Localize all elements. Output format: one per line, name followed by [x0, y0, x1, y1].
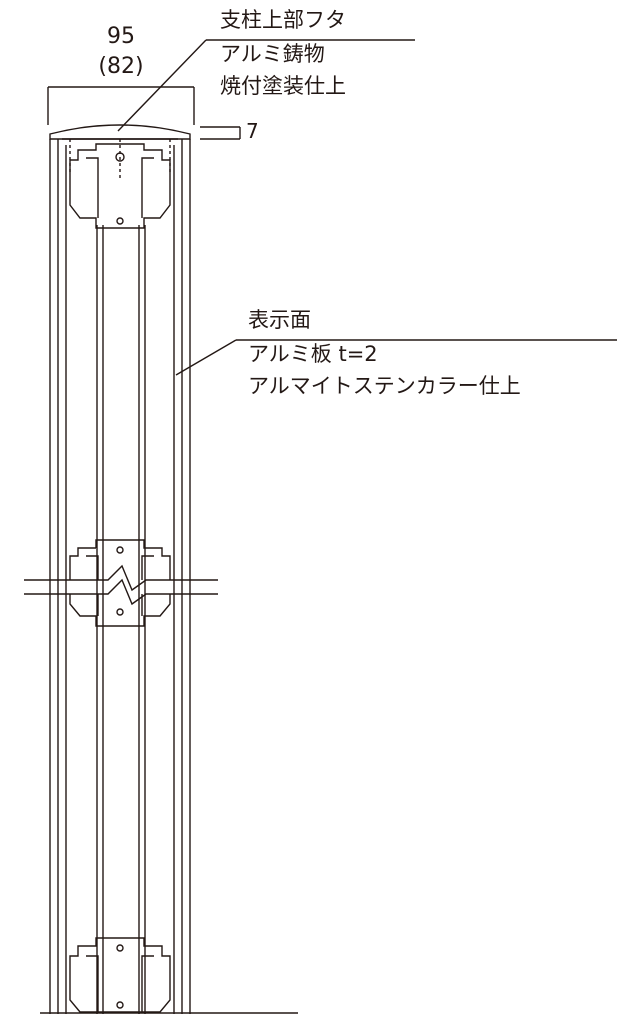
cap-callout-line-3: 焼付塗装仕上 — [220, 74, 346, 98]
cap-callout-leader — [118, 40, 415, 131]
post-top-cap — [50, 125, 190, 139]
face-callout-line-2: アルミ板 t=2 — [248, 342, 378, 366]
face-callout-leader — [176, 340, 617, 375]
cap-thickness-label: 7 — [246, 119, 259, 143]
width-value-label: 95 — [107, 24, 135, 49]
face-callout-line-3: アルマイトステンカラー仕上 — [248, 374, 521, 398]
cap-callout-line-2: アルミ鋳物 — [220, 42, 325, 66]
width-dimension-line — [48, 87, 194, 125]
post-inner-rails — [97, 225, 145, 1014]
face-callout-line-1: 表示面 — [248, 308, 311, 332]
width-alt-value-label: (82) — [98, 54, 144, 79]
break-line — [24, 566, 218, 604]
cap-callout-line-1: 支柱上部フタ — [220, 8, 346, 32]
extrusion-profile-middle — [70, 540, 170, 626]
extrusion-profile-bottom — [70, 938, 170, 1012]
cap-thickness-dimension — [200, 127, 240, 139]
extrusion-profile-top — [70, 139, 170, 228]
post-outer-walls — [50, 139, 190, 1014]
